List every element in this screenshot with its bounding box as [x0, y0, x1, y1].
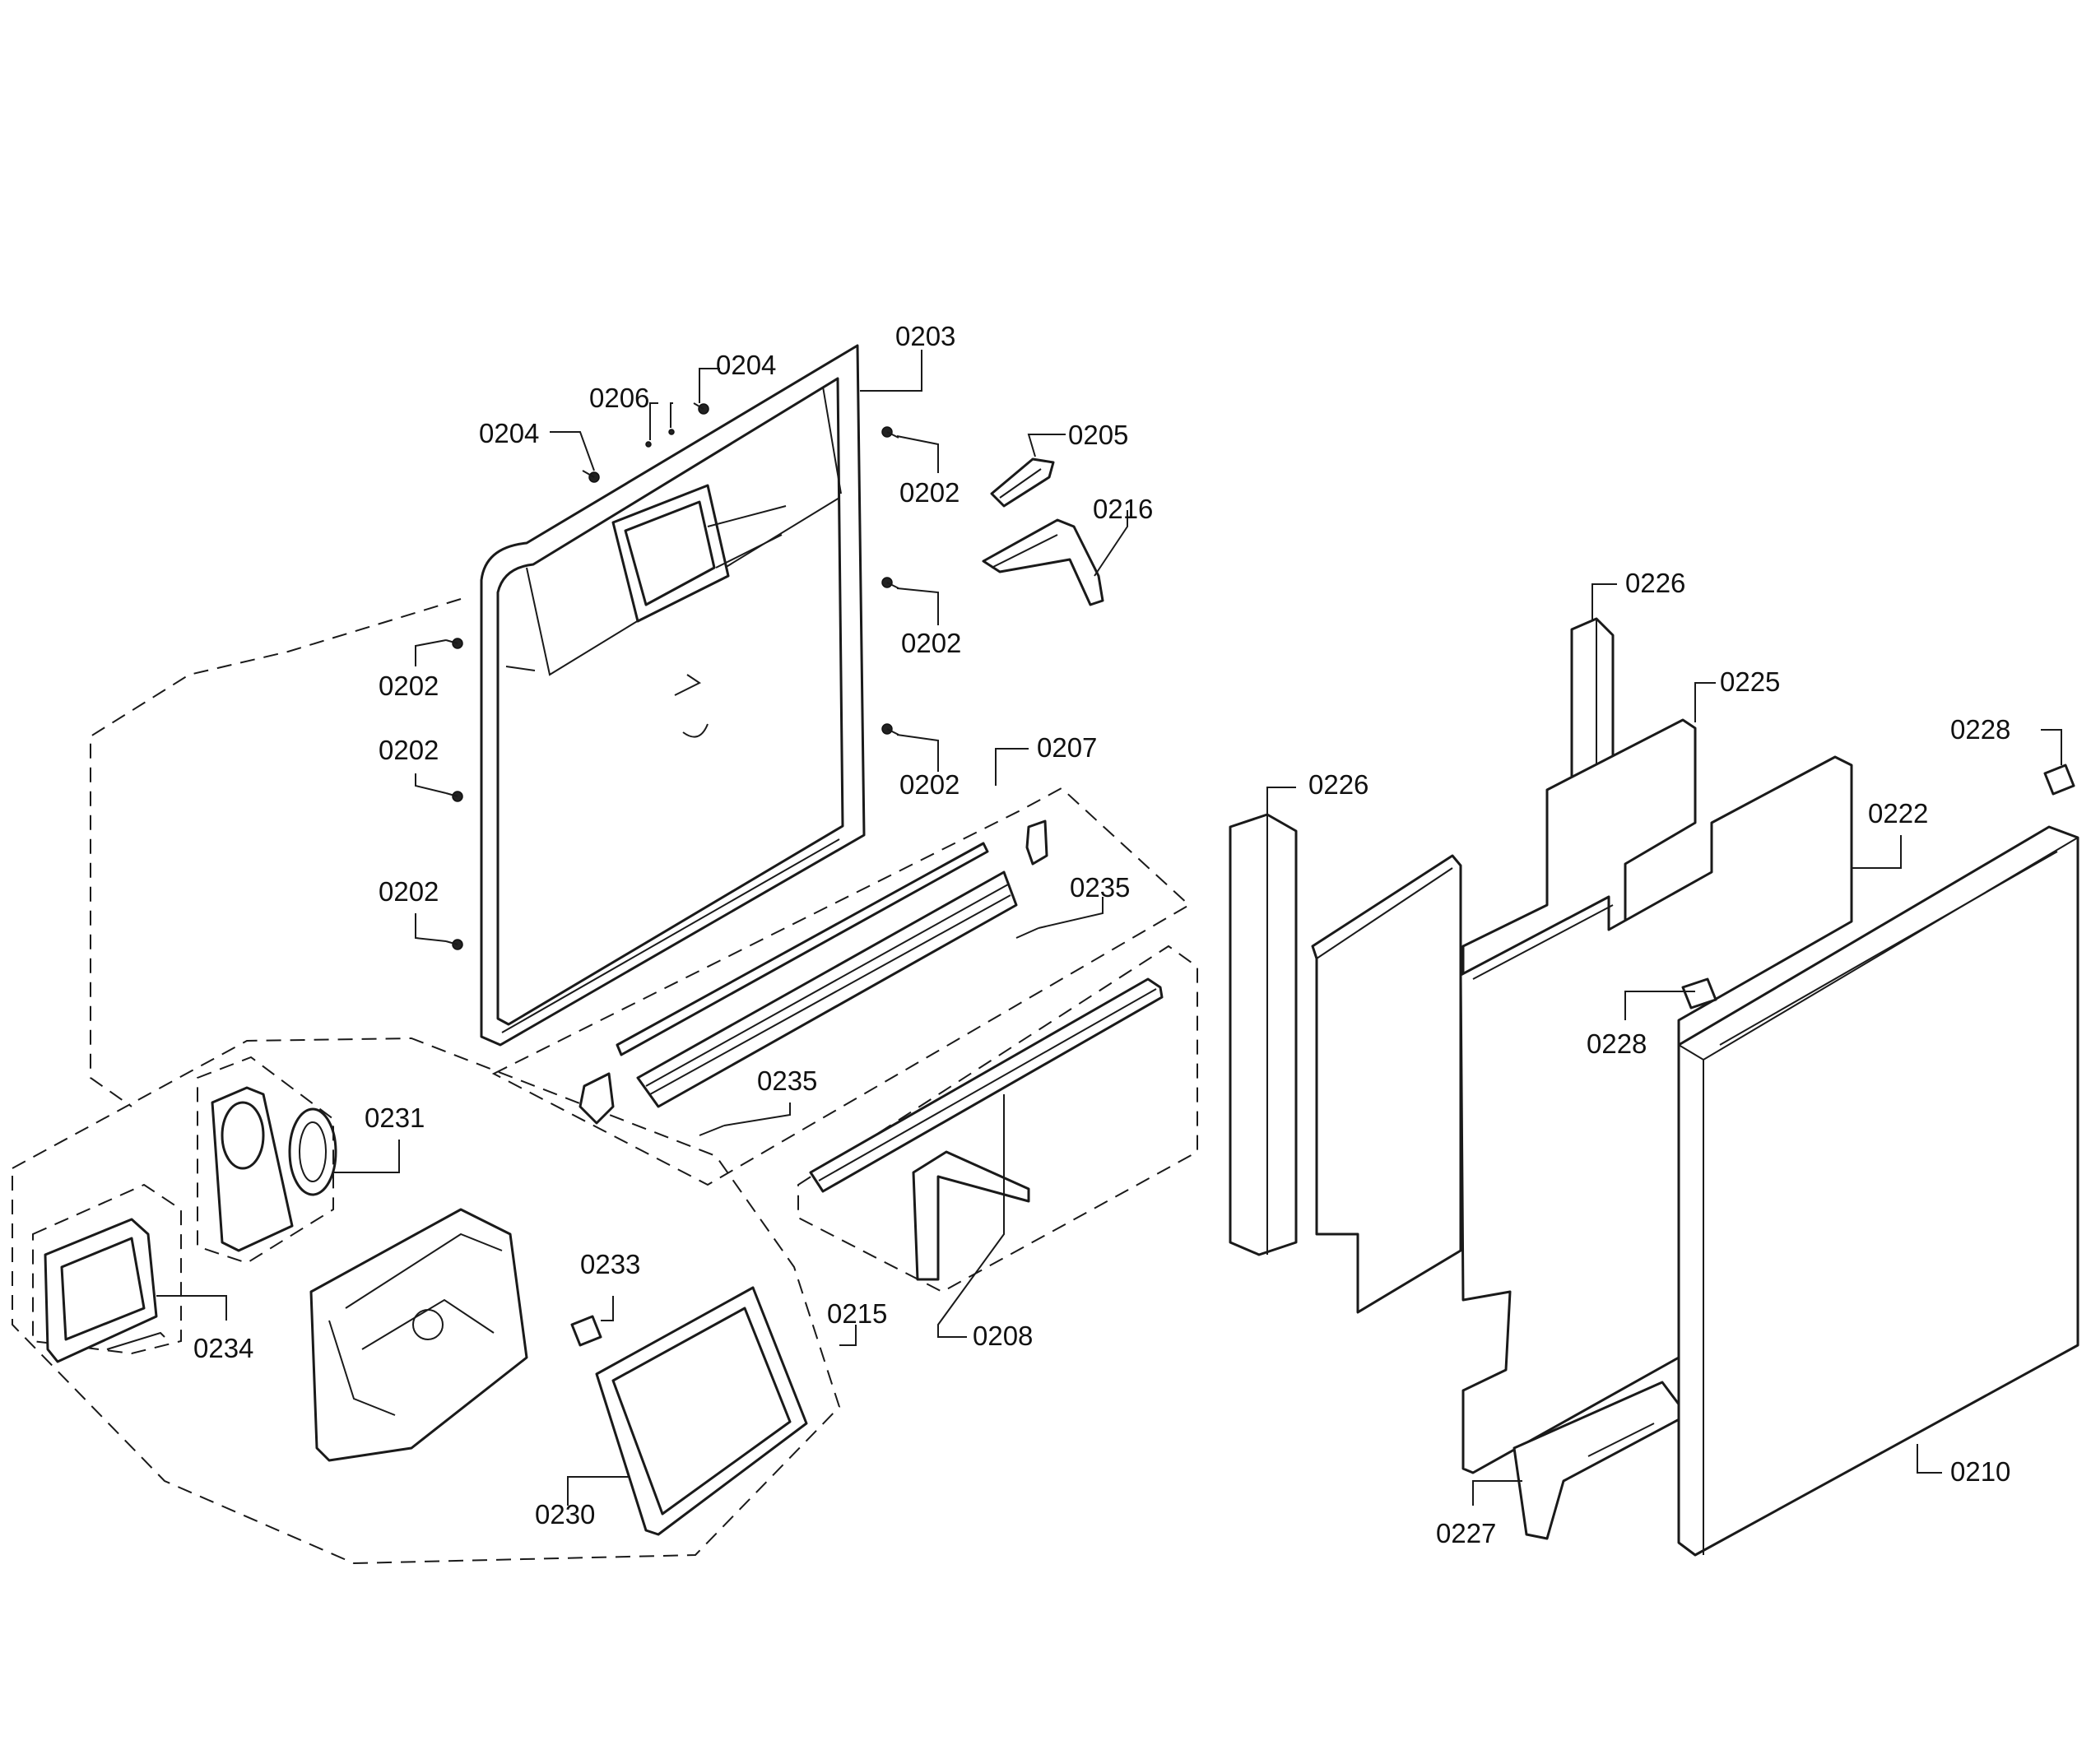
- insulation-panel: [1311, 854, 1462, 1314]
- side-trim-0226-left: [1229, 813, 1298, 1256]
- callout-0202-left-1: 0202: [379, 671, 439, 701]
- front-panel-0234: [44, 1218, 165, 1363]
- clip-0228-mid: [1681, 977, 1717, 1010]
- screw-icon: [693, 402, 709, 415]
- frame-0230: [595, 1286, 808, 1536]
- callout-0204-left: 0204: [479, 418, 539, 448]
- callout-0222: 0222: [1868, 798, 1928, 829]
- callout-0216: 0216: [1093, 494, 1153, 524]
- callout-0235-lower: 0235: [757, 1065, 817, 1096]
- group-outlines: [12, 598, 1198, 1565]
- panel-0222: [1459, 755, 1853, 1474]
- pin-icon: [668, 429, 675, 435]
- handle-0231: [211, 1086, 337, 1252]
- callout-0203: 0203: [895, 321, 955, 351]
- callout-0202-right-2: 0202: [901, 628, 961, 658]
- group-0215-outline: [12, 1037, 841, 1565]
- leader-lines: [156, 350, 2062, 1506]
- screw-icon: [445, 638, 463, 649]
- callout-0202-right-3: 0202: [899, 769, 960, 800]
- callout-0226-top: 0226: [1625, 568, 1685, 598]
- screw-icon: [881, 723, 899, 736]
- callout-0202-left-3: 0202: [379, 876, 439, 907]
- callout-0234: 0234: [193, 1333, 253, 1363]
- callout-0202-right-1: 0202: [899, 477, 960, 508]
- screw-icon: [445, 791, 463, 802]
- callout-0227: 0227: [1436, 1518, 1496, 1548]
- side-trim-0226-top: [1570, 617, 1615, 783]
- group-0234-outline: [32, 1183, 182, 1355]
- group-0231-outline: [197, 1056, 334, 1265]
- outer-door-0210: [1677, 825, 2079, 1557]
- screw-icon: [445, 939, 463, 950]
- callout-0226-left: 0226: [1308, 769, 1368, 800]
- bracket-0216: [982, 518, 1104, 606]
- callout-0230: 0230: [535, 1499, 595, 1530]
- inner-door-0203: [480, 344, 866, 1047]
- group-0208-outline: [797, 945, 1198, 1293]
- bracket-0227: [1512, 1381, 1689, 1540]
- callout-0207: 0207: [1037, 732, 1097, 763]
- callout-0215: 0215: [827, 1298, 887, 1329]
- callout-0231: 0231: [365, 1102, 425, 1133]
- clip-0228-top: [2043, 764, 2075, 796]
- screw-icon: [881, 426, 899, 439]
- screws: [445, 402, 899, 950]
- control-module-0215: [309, 1208, 528, 1462]
- callout-0205: 0205: [1068, 420, 1128, 450]
- callout-0202-left-2: 0202: [379, 735, 439, 765]
- pin-icon: [645, 441, 652, 448]
- callout-0206: 0206: [589, 383, 649, 413]
- callout-0233: 0233: [580, 1249, 640, 1279]
- screw-icon: [582, 470, 600, 483]
- clip-0233: [570, 1315, 602, 1347]
- screw-icon: [881, 577, 899, 589]
- callout-0204-top: 0204: [716, 350, 776, 380]
- rail-assembly-0207: [579, 819, 1048, 1136]
- group-0207-outline: [491, 787, 1191, 1186]
- track-0208: [809, 977, 1164, 1281]
- callout-0225: 0225: [1720, 666, 1780, 697]
- callout-0228-top: 0228: [1950, 714, 2010, 745]
- callout-labels: 0203 0204 0204 0206 0205 0216 0202 0202 …: [193, 321, 2010, 1548]
- hinge-0205: [990, 457, 1055, 508]
- callout-0208: 0208: [973, 1321, 1033, 1351]
- callout-0228-mid: 0228: [1587, 1028, 1647, 1059]
- callout-0210: 0210: [1950, 1456, 2010, 1487]
- callout-0235-upper: 0235: [1070, 872, 1130, 903]
